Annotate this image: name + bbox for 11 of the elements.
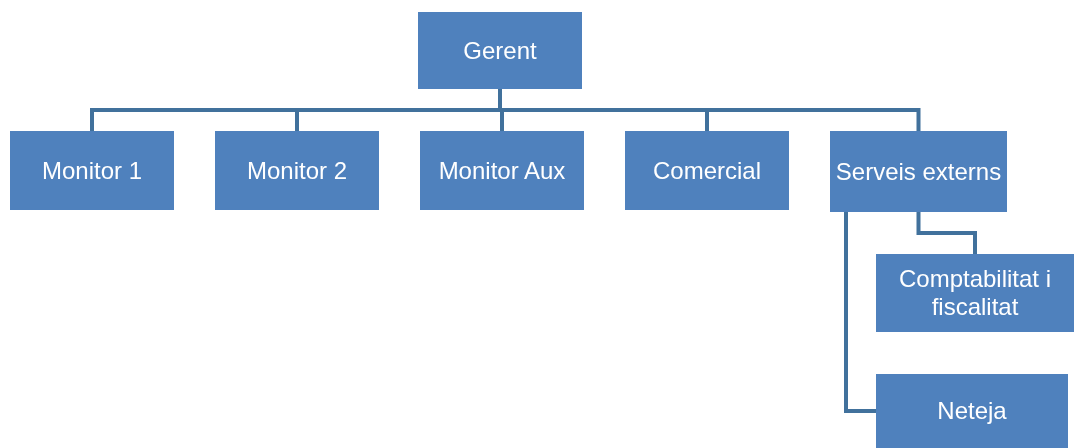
org-box: Neteja	[876, 374, 1068, 448]
connector-line	[916, 212, 977, 254]
org-box: Monitor 2	[215, 131, 379, 210]
connector-line	[498, 89, 921, 131]
org-box: Gerent	[418, 12, 582, 89]
org-box: Monitor 1	[10, 131, 174, 210]
org-box: Monitor Aux	[420, 131, 584, 210]
org-box: Comercial	[625, 131, 789, 210]
org-box: Comptabilitat i fiscalitat	[876, 254, 1074, 332]
connector-line	[844, 212, 876, 413]
org-box: Serveis externs	[830, 131, 1007, 212]
